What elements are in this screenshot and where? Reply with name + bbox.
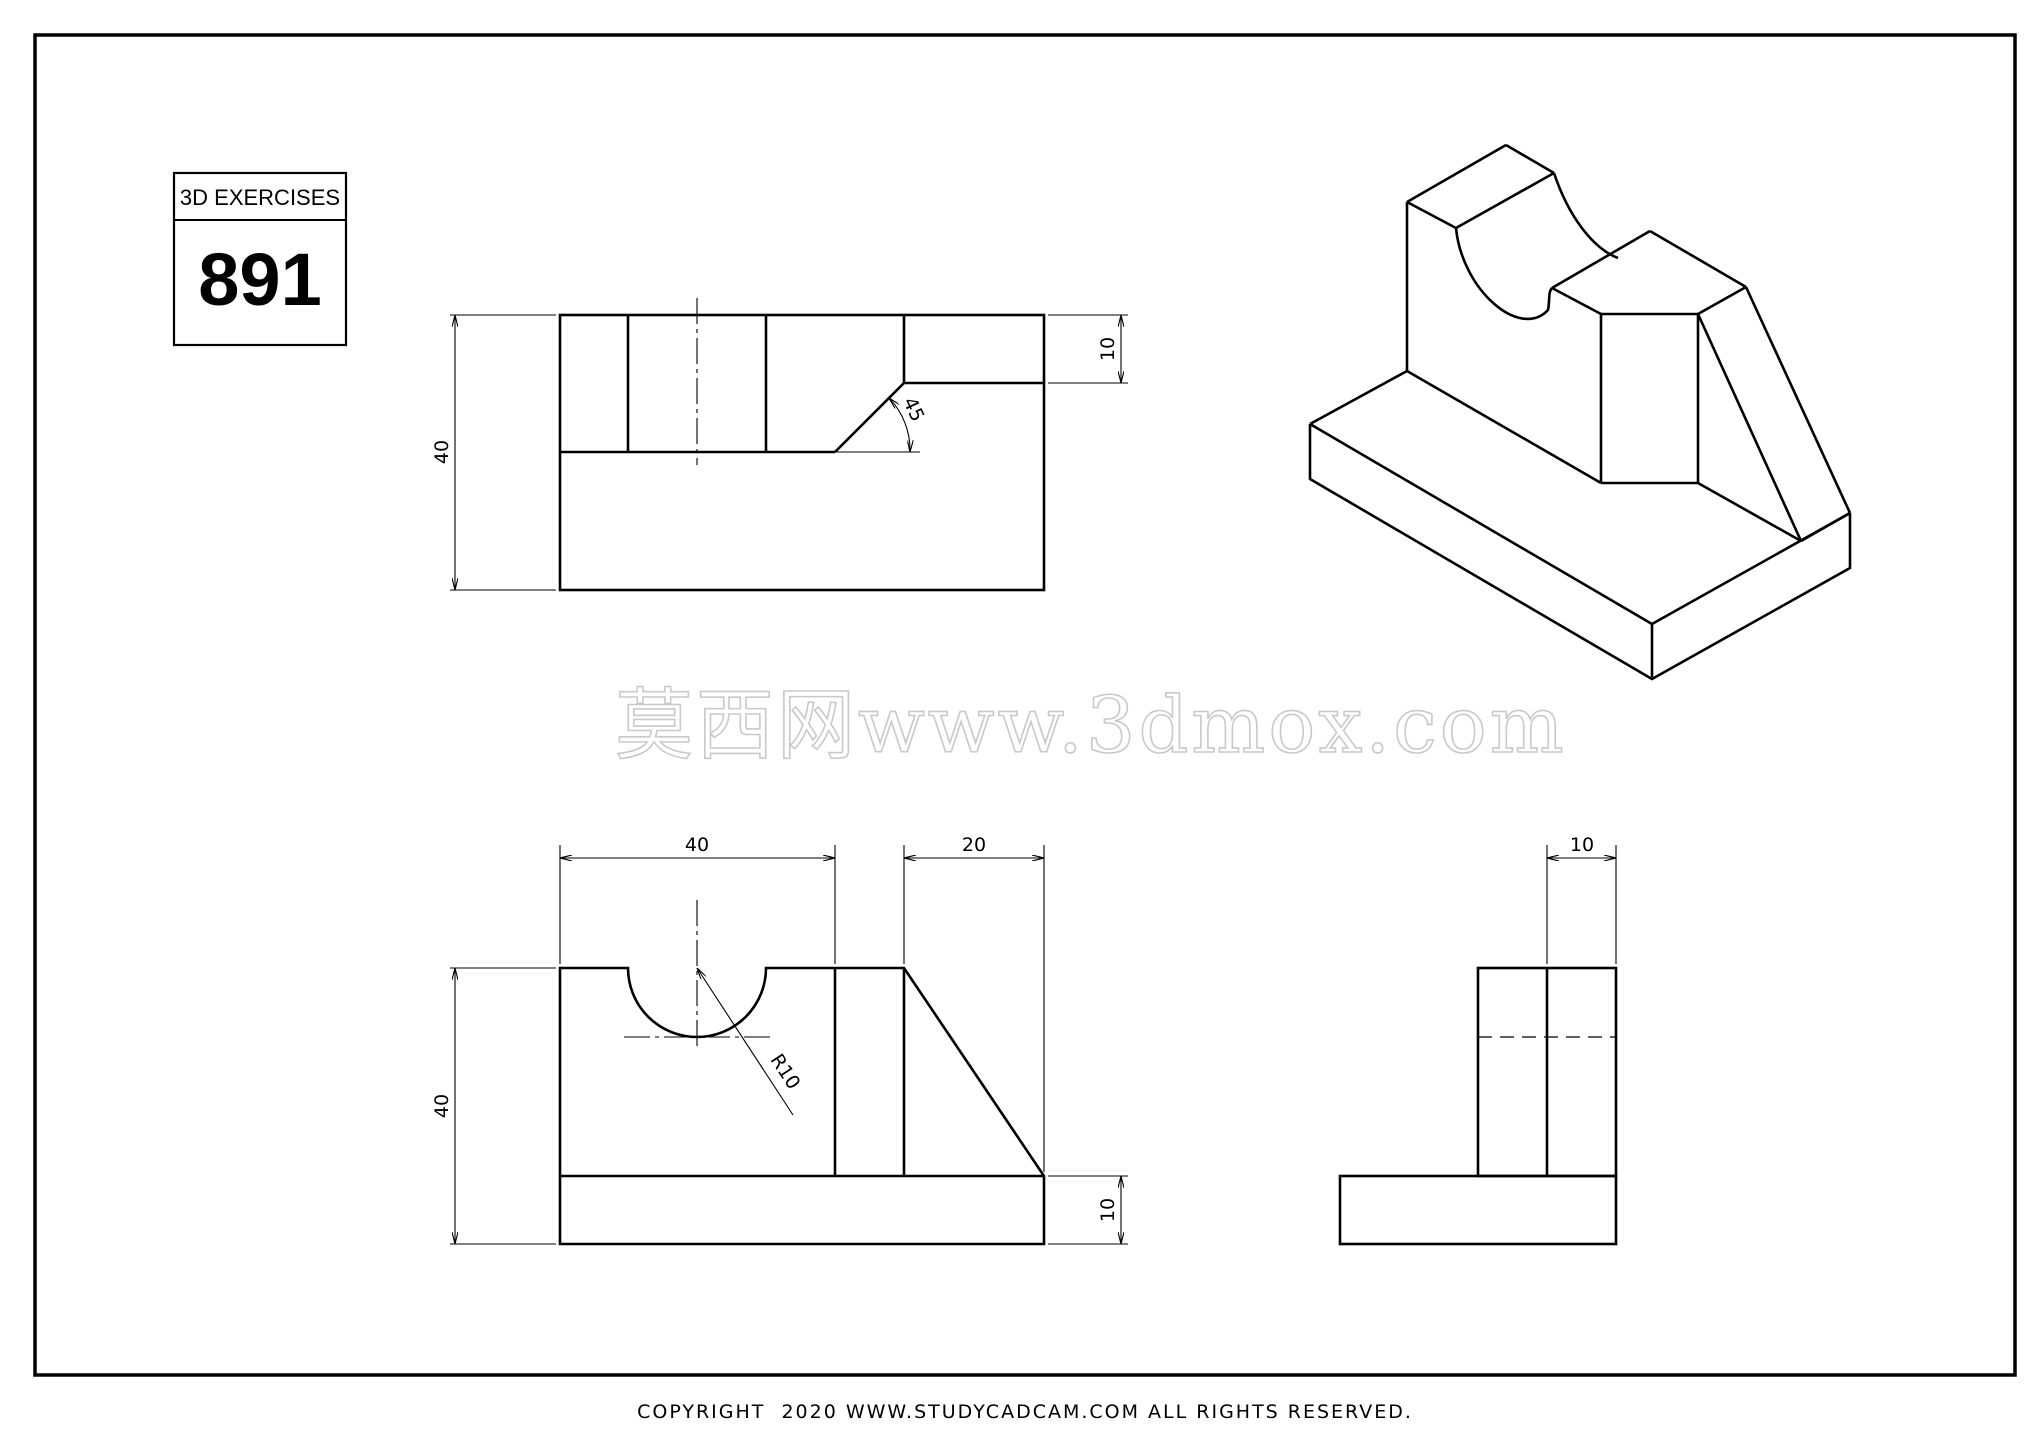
exercise-number: 891 [198, 238, 321, 321]
front-width-left-dim: 40 [685, 834, 709, 856]
top-view: 40 10 45 [431, 298, 1128, 592]
side-width-dim: 10 [1570, 834, 1594, 856]
top-step-dim: 10 [1097, 337, 1119, 361]
copyright-footer: COPYRIGHT 2020 WWW.STUDYCADCAM.COM ALL R… [637, 1401, 1413, 1423]
top-height-dim: 40 [431, 440, 453, 464]
title-block: 3D EXERCISES 891 [172, 171, 348, 347]
front-base-dim: 10 [1097, 1198, 1119, 1222]
top-angle-dim: 45 [898, 394, 928, 425]
front-width-right-dim: 20 [962, 834, 986, 856]
front-view: R10 40 20 40 10 [431, 834, 1128, 1246]
sheet-border [33, 33, 2017, 1377]
title-label: 3D EXERCISES [180, 185, 340, 210]
watermark: 莫西网www.3dmox.com [615, 681, 1567, 771]
front-radius-dim: R10 [766, 1050, 805, 1093]
isometric-view [1308, 143, 1852, 681]
front-height-dim: 40 [431, 1094, 453, 1118]
side-view: 10 [1338, 834, 1618, 1246]
